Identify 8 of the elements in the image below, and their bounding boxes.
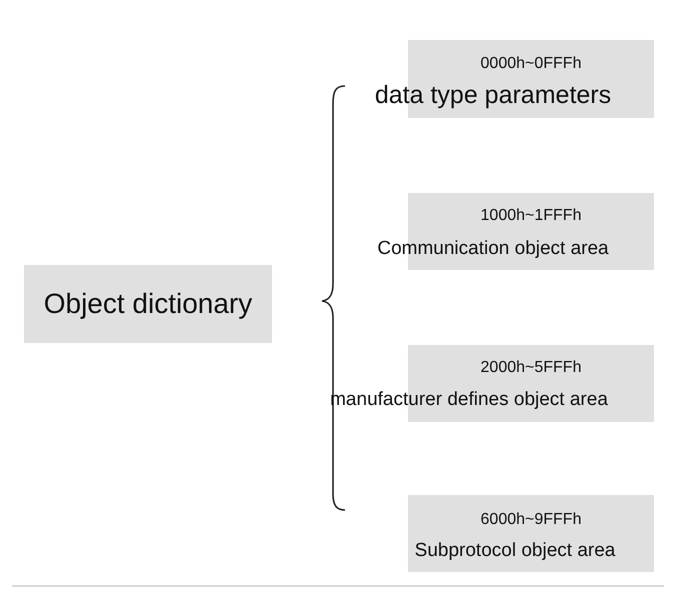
address-range: 0000h~0FFFh (480, 55, 582, 73)
address-range: 1000h~1FFFh (480, 207, 582, 225)
title-label: Object dictionary (42, 288, 254, 320)
address-range: 2000h~5FFFh (480, 359, 582, 377)
area-description: Subprotocol object area (414, 540, 616, 562)
area-description: Communication object area (376, 238, 610, 260)
area-description: data type parameters (374, 82, 612, 110)
address-range: 6000h~9FFFh (480, 511, 582, 529)
